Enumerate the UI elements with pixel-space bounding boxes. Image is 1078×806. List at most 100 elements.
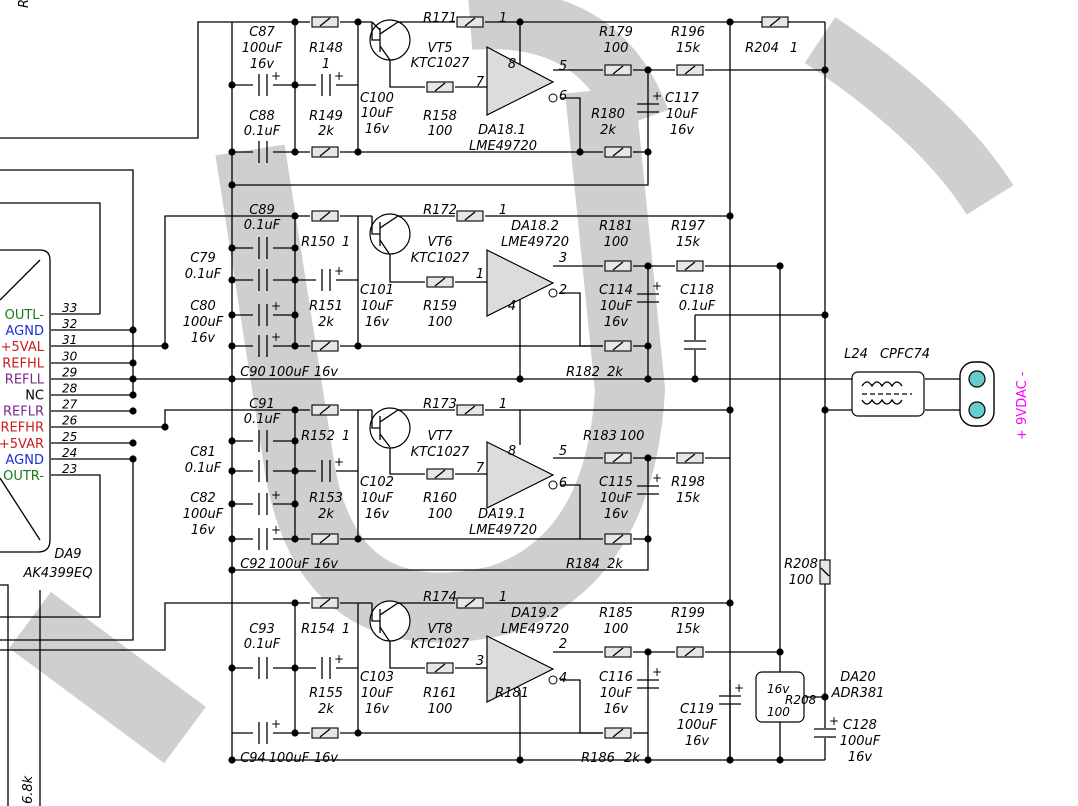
component-label: 2k [318,315,334,330]
component-label: 16v [250,57,275,72]
component-label: C102 [360,475,394,490]
pin-name: REFLL [5,372,45,387]
component-label: 2k [607,365,623,380]
pin-name: AGND [6,324,44,339]
component-label: 2k [318,124,334,139]
component-label: KTC1027 [411,637,470,652]
opamps [486,46,558,703]
component-label: KTC1027 [411,445,470,460]
component-label: 16v [604,507,629,522]
power-connector: + 9VDAC - [959,361,1030,440]
pin-name: AGND [6,453,44,468]
pin-name: REFHL [2,356,44,371]
component-label: DA18.2 [511,219,559,234]
component-label: DA19.2 [511,606,559,621]
component-label: C91 [249,397,275,412]
pin-name: NC [25,389,44,404]
svg-text:+: + [652,279,662,293]
pin-name: REFLR [3,405,44,420]
component-label: C87 [249,25,275,40]
component-label: 10uF [361,106,394,121]
opamp-pin-number: 5 [559,444,567,459]
component-label: 0.1uF [185,267,222,282]
component-label: R160 [423,491,457,506]
component-label: R172 [423,203,457,218]
left-wires [0,21,232,806]
pin-number: 24 [62,446,77,460]
regulator-da20 [755,671,805,723]
component-label: C89 [249,203,275,218]
component-label: C92 [240,557,266,572]
component-label: 2k [318,507,334,522]
svg-text:+: + [334,455,344,469]
opamp-pin-number: 2 [559,637,567,652]
pin-number: 31 [62,333,77,347]
component-label: C81 [190,445,216,460]
component-label: ADR381 [831,686,885,701]
svg-text:+: + [271,523,281,537]
component-label: C128 [843,718,877,733]
component-label: 10uF [600,686,633,701]
component-label: LME49720 [501,235,569,250]
component-label: 100uF [677,718,718,733]
component-label: 16v [365,122,390,137]
wiring [231,21,965,761]
component-label: KTC1027 [411,251,470,266]
component-label: C101 [360,283,394,298]
svg-text:+: + [734,681,744,695]
component-label: C116 [599,670,633,685]
component-label: 100 [428,124,453,139]
pin-name: OUTR- [3,469,44,484]
component-label: C115 [599,475,633,490]
svg-text:+: + [652,89,662,103]
component-label: 10uF [666,107,699,122]
pin-number: 23 [62,462,77,476]
svg-text:+: + [652,665,662,679]
component-label: C100 [360,91,394,106]
svg-text:+: + [271,69,281,83]
component-label: C93 [249,622,275,637]
component-label: 15k [676,491,701,506]
component-label: R161 [423,686,457,701]
component-label: 100 [428,315,453,330]
component-label: 1 [790,41,798,56]
component-label: R182 [566,365,600,380]
opamp-pin-number: 8 [508,444,516,459]
component-label: C119 [680,702,714,717]
component-label: 10uF [361,686,394,701]
component-label: C88 [249,109,275,124]
svg-text:+: + [271,330,281,344]
component-label: 16v [848,750,873,765]
component-label: LME49720 [469,523,537,538]
component-label: 6 [559,89,567,104]
component-label: 100 [620,429,645,444]
watermark [9,0,1014,764]
component-label: 2k [318,702,334,717]
component-label: 16v [314,365,339,380]
component-label: 1 [499,11,507,26]
component-label: R196 [671,25,705,40]
component-label: 16v [365,702,390,717]
component-label: R186 [581,751,615,766]
component-label: C82 [190,491,216,506]
svg-text:+: + [271,717,281,731]
inductor-l24 [851,371,925,417]
component-label: 1 [499,590,507,605]
component-label: 100 [604,41,629,56]
pin-number: 27 [62,398,78,412]
component-label: L24 [844,347,868,362]
component-label: DA18.1 [478,123,526,138]
component-label: 100 [428,507,453,522]
component-label: C117 [665,91,700,106]
component-labels: C87100uF16vR1481C880.1uFR1492kC10010uF16… [183,11,930,766]
component-label: R185 [599,606,633,621]
component-label: C114 [599,283,633,298]
component-label: LME49720 [469,139,537,154]
component-label: R154 [301,622,335,637]
component-label: R148 [309,41,343,56]
edge-resistor-ref: R [17,0,32,8]
component-label: R152 [301,429,335,444]
opamp-da18-2 [486,249,555,317]
component-label: 16v [604,315,629,330]
